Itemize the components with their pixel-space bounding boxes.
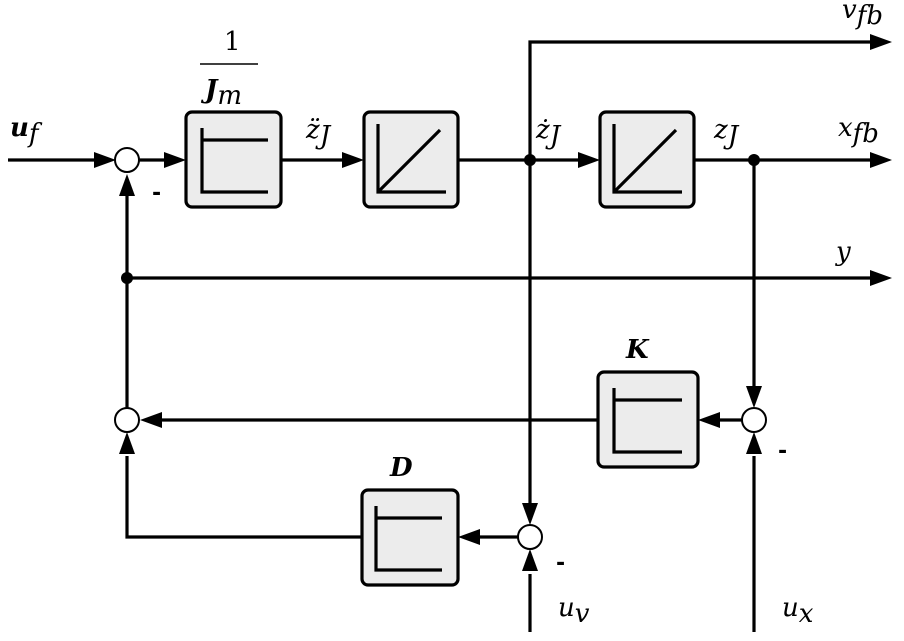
sign-sum-input: - [152, 181, 161, 206]
arrow-into-sum2 [140, 412, 162, 428]
integrator-1-ramp [376, 128, 442, 194]
block-integrator-2 [598, 110, 696, 209]
arrow-into-dsum-from-below [522, 549, 538, 571]
label-damping: D [389, 453, 413, 483]
branch-nodes [121, 154, 760, 284]
node-y [121, 272, 133, 284]
arrow-into-sum2-from-below [119, 432, 135, 454]
label-pos: zJ [713, 115, 740, 151]
block-inertia [184, 110, 283, 209]
arrow-into-sum1-from-below [119, 174, 135, 196]
node-velocity [524, 154, 536, 166]
signal-wires [8, 40, 872, 632]
arrowheads [94, 34, 892, 571]
arrow-vfb-out [870, 34, 892, 50]
block-damping [360, 488, 460, 587]
label-uf: uf [10, 113, 43, 149]
stiffness-box [596, 370, 700, 469]
block-stiffness [596, 370, 700, 469]
label-vel: żJ [535, 115, 562, 151]
sum-junction-stiffness [741, 407, 767, 433]
arrow-into-ksum-from-below [746, 432, 762, 454]
sign-sum-stiffness: - [778, 439, 787, 464]
arrow-into-ksum-from-above [746, 386, 762, 408]
label-inertia-denominator: Jm [200, 75, 242, 111]
label-xfb: xfb [838, 113, 879, 149]
label-uv: uv [558, 593, 590, 629]
arrow-xfb-out [870, 152, 892, 168]
damping-glyph-axes [374, 506, 442, 572]
arrow-into-jm [164, 152, 186, 168]
node-position [748, 154, 760, 166]
arrow-y-out [870, 270, 892, 286]
label-inertia-numerator: 1 [224, 27, 241, 57]
label-stiffness: K [625, 335, 650, 365]
sum-junction-feedback [114, 407, 140, 433]
damping-box [360, 488, 460, 587]
wire-vel-to-vfb [528, 40, 872, 160]
arrow-into-d [458, 529, 480, 545]
sum-junction-input [114, 147, 140, 173]
arrow-into-k [698, 412, 720, 428]
label-ux: ux [782, 593, 814, 629]
arrow-into-sum1 [94, 152, 116, 168]
label-accel: z̈J [305, 115, 332, 151]
sign-sum-damping: - [556, 551, 565, 576]
arrow-into-int2 [578, 152, 600, 168]
gain-glyph-axes [200, 128, 268, 194]
stiffness-glyph-axes [612, 388, 682, 454]
arrow-into-int1 [342, 152, 364, 168]
integrator-2-ramp [612, 128, 678, 194]
label-y: y [835, 237, 851, 267]
block-inertia-box [184, 110, 283, 209]
block-integrator-1 [362, 110, 460, 209]
summing-junctions [114, 147, 767, 550]
label-vfb: vfb [842, 0, 883, 31]
arrow-into-dsum-from-above [522, 503, 538, 525]
sum-junction-damping [517, 524, 543, 550]
wire-d-to-sum2 [125, 456, 362, 539]
